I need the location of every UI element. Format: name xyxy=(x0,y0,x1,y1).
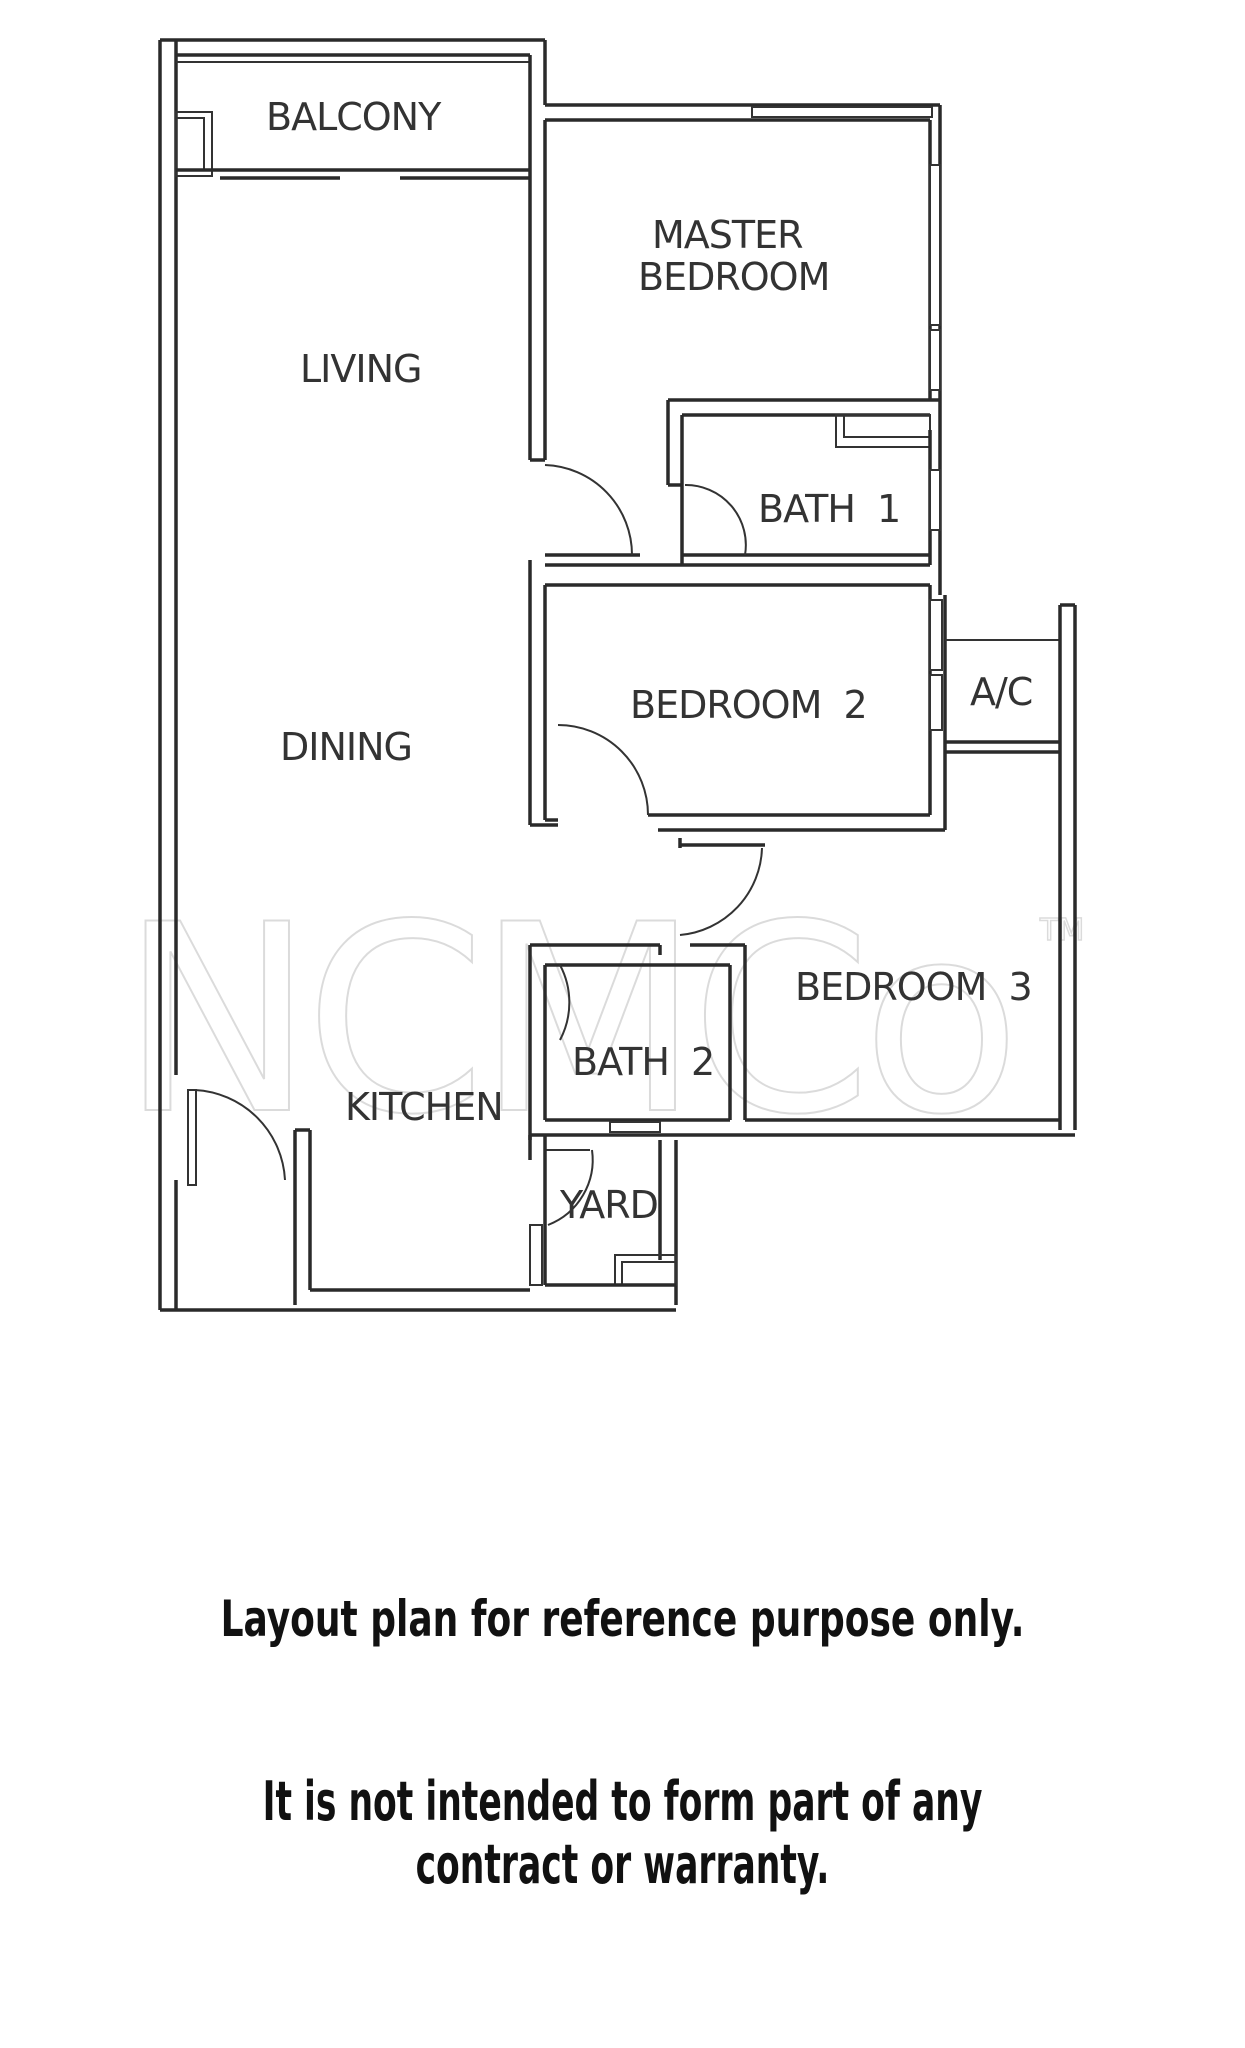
label-balcony: BALCONY xyxy=(266,95,442,139)
door-bath-2 xyxy=(559,964,571,1041)
walls xyxy=(158,38,1077,1312)
label-ac-ledge: A/C xyxy=(970,670,1032,714)
room-labels: BALCONY MASTER BEDROOM LIVING BATH 1 BED… xyxy=(266,95,1033,1227)
door-yard xyxy=(547,1149,594,1226)
watermark: NCMCo TM xyxy=(119,869,1085,1173)
door-main-entrance xyxy=(194,1089,286,1181)
label-master-bedroom-1: MASTER xyxy=(652,213,803,257)
door-bedroom-3 xyxy=(679,847,763,936)
door-bath-1 xyxy=(684,483,747,556)
watermark-text: NCMCo xyxy=(120,870,1011,1172)
label-dining: DINING xyxy=(280,725,412,769)
label-bath-1: BATH 1 xyxy=(758,487,900,531)
label-bath-2: BATH 2 xyxy=(572,1040,714,1084)
label-bedroom-3: BEDROOM 3 xyxy=(795,965,1032,1009)
label-living: LIVING xyxy=(300,347,421,391)
door-bedroom-2 xyxy=(557,724,649,816)
door-master-bedroom xyxy=(544,464,633,556)
disclaimer-line-1: Layout plan for reference purpose only. xyxy=(220,1590,1025,1648)
disclaimer-line-2: It is not intended to form part of any c… xyxy=(262,1770,983,1896)
floor-plan-diagram: NCMCo TM xyxy=(119,38,1085,1312)
doors xyxy=(187,464,763,1226)
label-master-bedroom-2: BEDROOM xyxy=(638,255,829,299)
label-yard: YARD xyxy=(559,1183,658,1227)
label-kitchen: KITCHEN xyxy=(345,1085,503,1129)
label-bedroom-2: BEDROOM 2 xyxy=(630,683,867,727)
